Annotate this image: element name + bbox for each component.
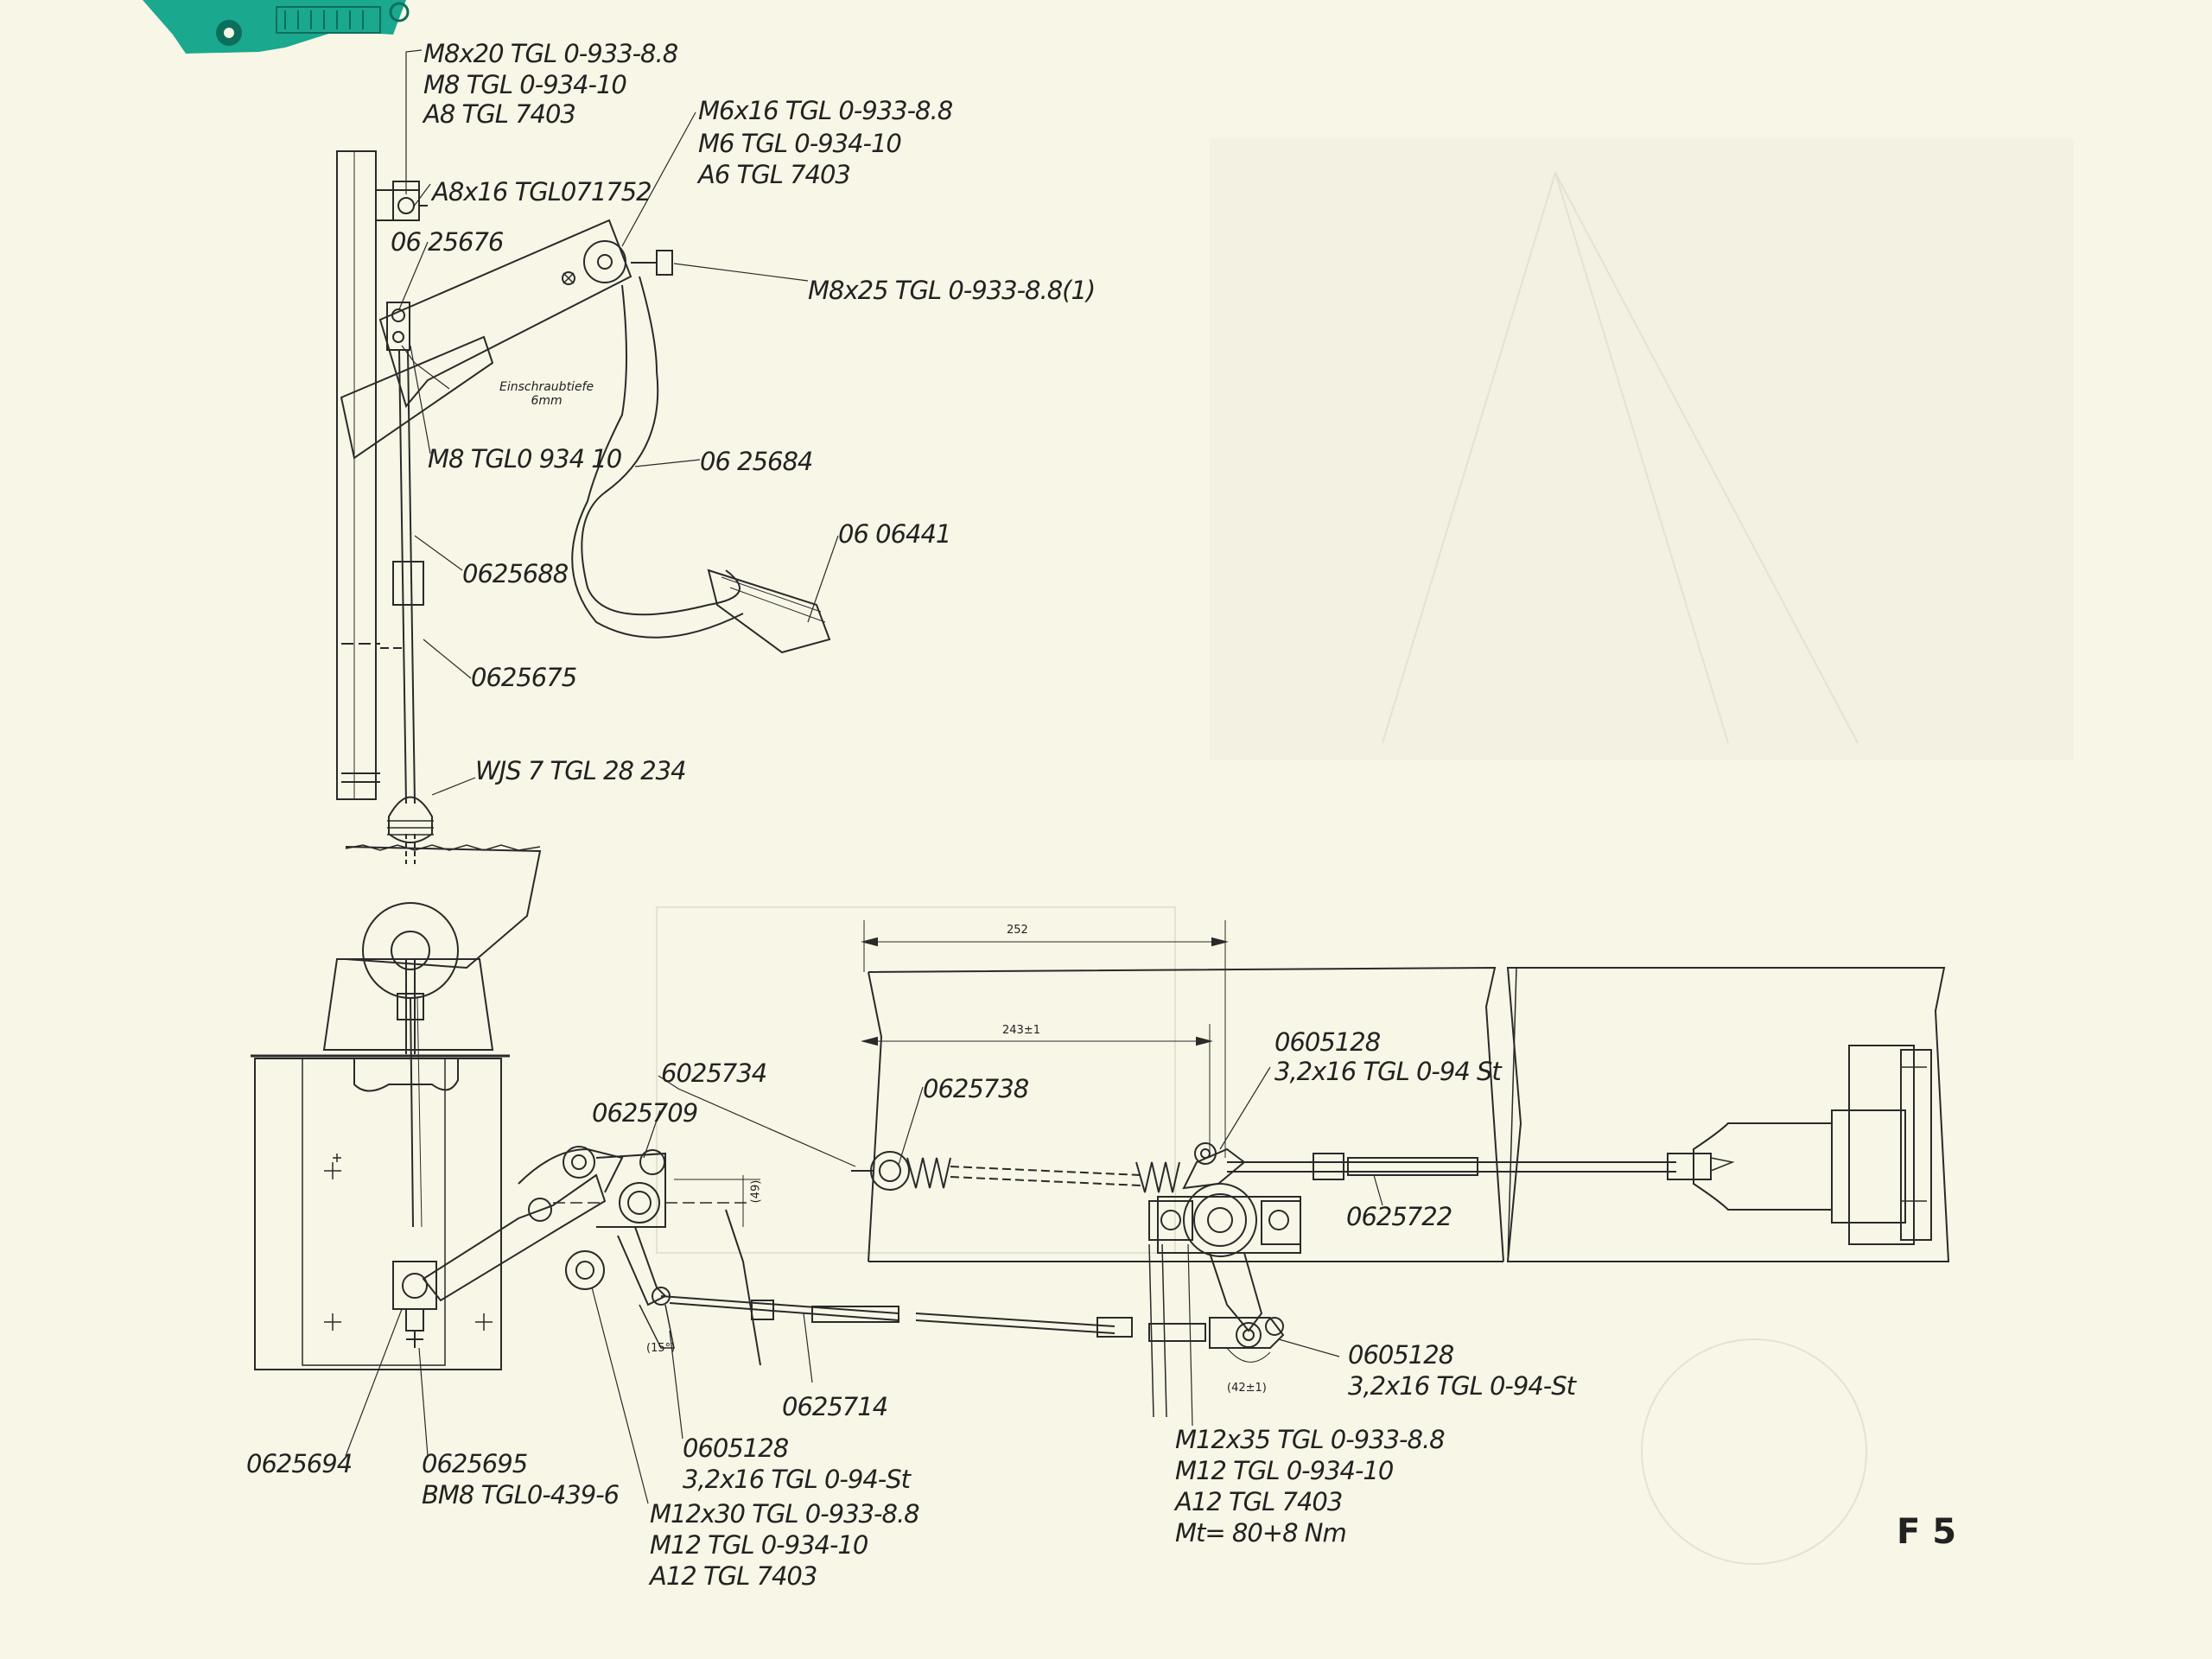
label-part-0625709: 0625709 [592, 1098, 698, 1128]
label-washer-a12-a: A12 TGL 7403 [650, 1561, 817, 1591]
label-part-0625738: 0625738 [923, 1074, 1029, 1103]
label-part-0606441: 06 06441 [838, 519, 951, 549]
label-torque: Mt= 80+8 Nm [1175, 1518, 1347, 1548]
label-part-0625676: 06 25676 [391, 227, 504, 257]
label-washer-top: A8 TGL 7403 [423, 99, 576, 129]
upper-pedal-assembly [337, 151, 830, 864]
label-einschraubtiefe: Einschraubtiefe 6mm [499, 380, 594, 408]
label-part-wjs: WJS 7 TGL 28 234 [475, 756, 687, 785]
label-bolt-m12x30: M12x30 TGL 0-933-8.8 [650, 1499, 920, 1529]
label-part-0605128-a: 0605128 [1274, 1027, 1381, 1057]
label-part-0625675: 0625675 [471, 663, 577, 692]
label-bolt-m8x25: M8x25 TGL 0-933-8.8(1) [808, 276, 1096, 305]
label-part-0625694: 0625694 [246, 1449, 353, 1478]
bleed-through [657, 138, 2074, 1564]
frame-section [851, 920, 1948, 1417]
label-part-0625684: 06 25684 [700, 447, 813, 476]
label-nut-m8-mid: M8 TGL0 934 10 [428, 444, 622, 474]
label-part-6025734: 6025734 [661, 1058, 767, 1088]
label-pin-a8: A8x16 TGL071752 [432, 177, 652, 207]
label-pin-b: 3,2x16 TGL 0-94-St [1348, 1371, 1576, 1401]
label-nut-m12-b: M12 TGL 0-934-10 [1175, 1456, 1394, 1485]
label-part-0605128-b: 0605128 [1348, 1340, 1454, 1370]
label-part-0625722: 0625722 [1346, 1202, 1452, 1231]
label-nut-bm8: BM8 TGL0-439-6 [422, 1480, 620, 1510]
label-bolt-m6: M6x16 TGL 0-933-8.8 [698, 96, 953, 125]
floor-section [251, 845, 760, 1370]
label-pin-c: 3,2x16 TGL 0-94-St [683, 1465, 911, 1494]
label-bolt-top: M8x20 TGL 0-933-8.8 [423, 39, 678, 68]
label-part-0625714: 0625714 [782, 1392, 888, 1421]
dimension-49: (49) [749, 1179, 763, 1204]
label-washer-m6: A6 TGL 7403 [698, 160, 851, 189]
dimension-15-deg: (15°) [646, 1342, 676, 1355]
label-bolt-m12x35: M12x35 TGL 0-933-8.8 [1175, 1425, 1446, 1454]
label-pin-a: 3,2x16 TGL 0-94 St [1274, 1057, 1502, 1086]
label-nut-m12-a: M12 TGL 0-934-10 [650, 1530, 868, 1560]
label-part-0625688: 0625688 [462, 559, 569, 588]
label-part-0605128-c: 0605128 [683, 1433, 789, 1463]
logo [143, 0, 408, 54]
dimension-243: 243±1 [1002, 1024, 1040, 1037]
label-nut-m6: M6 TGL 0-934-10 [698, 129, 902, 158]
sheet-number: F 5 [1897, 1512, 1957, 1552]
label-washer-a12-b: A12 TGL 7403 [1175, 1487, 1343, 1516]
dimension-252: 252 [1007, 924, 1028, 937]
label-part-0625695: 0625695 [422, 1449, 528, 1478]
dimension-42: (42±1) [1227, 1382, 1267, 1395]
label-nut-top: M8 TGL 0-934-10 [423, 70, 627, 99]
link-rod-lower [661, 1296, 1283, 1348]
leader-lines [346, 50, 1382, 1503]
